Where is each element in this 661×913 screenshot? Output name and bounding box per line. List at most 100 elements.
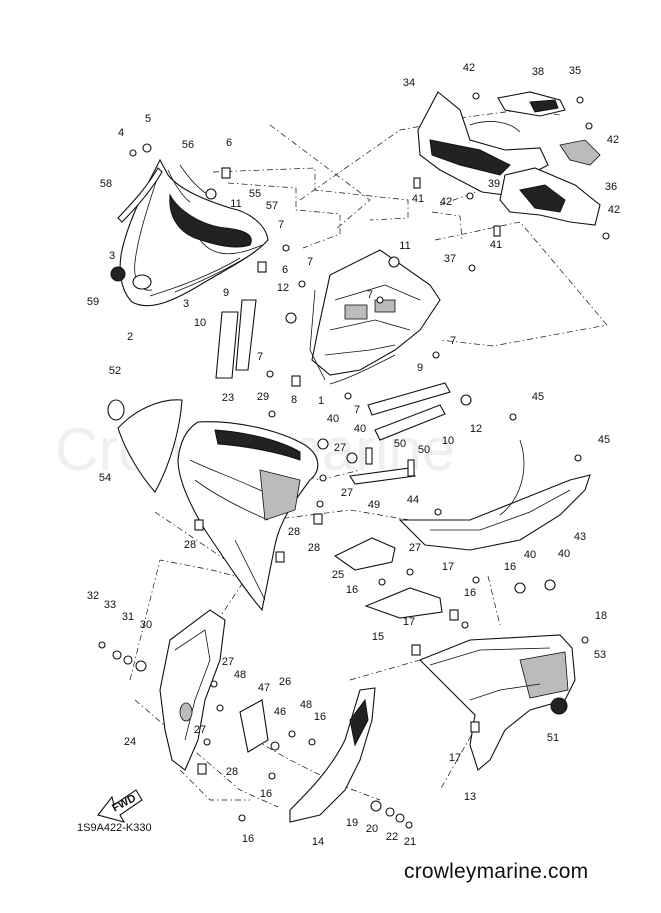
callout-42: 42 xyxy=(440,196,452,208)
callout-9: 9 xyxy=(417,362,423,374)
callout-3: 3 xyxy=(109,250,115,262)
callout-29: 29 xyxy=(257,391,269,403)
callout-23: 23 xyxy=(222,392,234,404)
callout-49: 49 xyxy=(368,499,380,511)
callout-6: 6 xyxy=(282,264,288,276)
website-footer[interactable]: crowleymarine.com xyxy=(404,860,589,883)
callout-40: 40 xyxy=(354,423,366,435)
callout-43: 43 xyxy=(574,531,586,543)
callout-37: 37 xyxy=(444,253,456,265)
callout-9: 9 xyxy=(223,287,229,299)
callout-17: 17 xyxy=(442,561,454,573)
stay-part-49 xyxy=(349,467,416,485)
callout-53: 53 xyxy=(594,649,606,661)
callout-2: 2 xyxy=(127,331,133,343)
windscreen-trim-part-58 xyxy=(117,167,163,223)
callout-27: 27 xyxy=(194,724,206,736)
callout-59: 59 xyxy=(87,296,99,308)
fwd-arrow-icon: FWD xyxy=(97,789,143,823)
callout-16: 16 xyxy=(260,788,272,800)
callout-26: 26 xyxy=(279,676,291,688)
callout-31: 31 xyxy=(122,611,134,623)
callout-6: 6 xyxy=(226,137,232,149)
callout-50: 50 xyxy=(418,444,430,456)
callout-16: 16 xyxy=(346,584,358,596)
callout-30: 30 xyxy=(140,619,152,631)
callout-16: 16 xyxy=(314,711,326,723)
callout-5: 5 xyxy=(145,113,151,125)
callout-27: 27 xyxy=(341,487,353,499)
callout-25: 25 xyxy=(332,569,344,581)
callout-24: 24 xyxy=(124,736,136,748)
callout-8: 8 xyxy=(291,394,297,406)
callout-17: 17 xyxy=(449,752,461,764)
grommet-part-52 xyxy=(107,399,125,421)
side-cowl-upper-part-23 xyxy=(177,421,319,612)
callout-40: 40 xyxy=(327,413,339,425)
callout-16: 16 xyxy=(504,561,516,573)
lower-cowl-left-part-24 xyxy=(159,609,226,771)
callout-7: 7 xyxy=(367,289,373,301)
callout-7: 7 xyxy=(307,256,313,268)
callout-16: 16 xyxy=(464,587,476,599)
callout-10: 10 xyxy=(194,317,206,329)
callout-18: 18 xyxy=(595,610,607,622)
callout-55: 55 xyxy=(249,188,261,200)
callout-17: 17 xyxy=(403,616,415,628)
callout-28: 28 xyxy=(226,766,238,778)
callout-54: 54 xyxy=(99,472,111,484)
diagram-code: 1S9A422-K330 xyxy=(77,822,152,834)
callout-19: 19 xyxy=(346,817,358,829)
callout-11: 11 xyxy=(399,240,410,252)
callout-50: 50 xyxy=(394,438,406,450)
callout-7: 7 xyxy=(450,335,456,347)
small-bracket-part-38 xyxy=(497,91,566,117)
callout-42: 42 xyxy=(607,134,619,146)
seal-strips-part-9-10 xyxy=(215,299,451,441)
callout-28: 28 xyxy=(288,526,300,538)
callout-labels: 1233456677777789910101111121213141516161… xyxy=(87,62,620,848)
callout-20: 20 xyxy=(366,823,378,835)
callout-12: 12 xyxy=(277,282,289,294)
fasteners xyxy=(98,92,610,829)
callout-32: 32 xyxy=(87,590,99,602)
callout-56: 56 xyxy=(182,139,194,151)
callout-39: 39 xyxy=(488,178,500,190)
side-cowl-lower-right-part-13 xyxy=(419,634,576,771)
callout-57: 57 xyxy=(266,200,278,212)
undercowl-part-14 xyxy=(289,687,376,823)
callout-42: 42 xyxy=(608,204,620,216)
callout-44: 44 xyxy=(407,494,419,506)
callout-48: 48 xyxy=(234,669,246,681)
callout-16: 16 xyxy=(242,833,254,845)
callout-46: 46 xyxy=(274,706,286,718)
callout-47: 47 xyxy=(258,682,270,694)
callout-21: 21 xyxy=(404,836,416,848)
callout-12: 12 xyxy=(470,423,482,435)
emblem-part-51 xyxy=(550,697,568,715)
callout-28: 28 xyxy=(308,542,320,554)
callout-41: 41 xyxy=(490,239,502,251)
callout-11: 11 xyxy=(230,198,241,210)
callout-1: 1 xyxy=(318,395,324,407)
callout-51: 51 xyxy=(547,732,559,744)
trim-part-15 xyxy=(364,587,443,619)
callout-33: 33 xyxy=(104,599,116,611)
front-cowl-part-2 xyxy=(119,158,269,307)
inner-panel-part-54 xyxy=(117,399,183,493)
callout-34: 34 xyxy=(403,77,415,89)
callout-38: 38 xyxy=(532,66,544,78)
callout-52: 52 xyxy=(109,365,121,377)
callout-42: 42 xyxy=(463,62,475,74)
bracket-stay-part-1 xyxy=(309,249,441,385)
callout-27: 27 xyxy=(222,656,234,668)
callout-22: 22 xyxy=(386,831,398,843)
callout-35: 35 xyxy=(569,65,581,77)
callout-13: 13 xyxy=(464,791,476,803)
callout-40: 40 xyxy=(524,549,536,561)
callout-15: 15 xyxy=(372,631,384,643)
cover-part-25 xyxy=(333,537,396,571)
callout-28: 28 xyxy=(184,539,196,551)
callout-3: 3 xyxy=(183,298,189,310)
